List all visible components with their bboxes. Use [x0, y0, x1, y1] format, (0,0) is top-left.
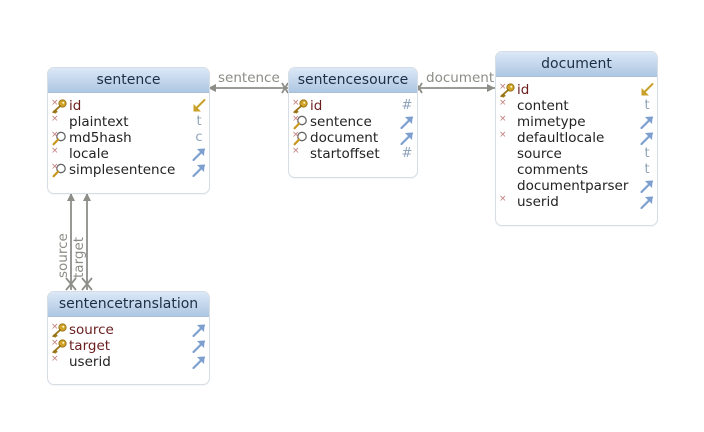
foreign-key-icon	[399, 114, 415, 130]
not-null-icon: ×	[292, 146, 300, 156]
column-row[interactable]: ×id	[496, 82, 657, 98]
column-row[interactable]: × plaintext t	[48, 114, 209, 130]
table-title: sentencesource	[289, 68, 417, 93]
column-name: documentparser	[517, 178, 629, 194]
link-sentencetranslation-sentence[interactable]	[65, 193, 93, 291]
foreign-key-icon	[639, 114, 655, 130]
primary-key-icon: ×	[50, 98, 70, 114]
column-type: t	[644, 162, 650, 177]
not-null-icon: ×	[499, 98, 507, 108]
column-row[interactable]: ×md5hash c	[48, 130, 209, 146]
table-title: document	[496, 52, 657, 77]
foreign-key-icon	[191, 338, 207, 354]
column-type: t	[196, 114, 202, 129]
column-name: mimetype	[517, 114, 586, 130]
foreign-key-icon	[191, 322, 207, 338]
auto-increment-icon	[191, 98, 207, 114]
link-label-document: document	[426, 70, 494, 86]
column-name: simplesentence	[69, 162, 176, 178]
column-row[interactable]: × defaultlocale	[496, 130, 657, 146]
foreign-key-icon	[399, 130, 415, 146]
column-name: sentence	[310, 114, 372, 130]
column-name: comments	[517, 162, 589, 178]
primary-key-icon: ×	[291, 98, 311, 114]
column-name: id	[517, 82, 530, 98]
index-icon: ×	[291, 130, 311, 146]
column-row[interactable]: ×source	[48, 322, 209, 338]
foreign-key-icon	[639, 178, 655, 194]
foreign-key-icon	[191, 146, 207, 162]
foreign-key-icon	[639, 130, 655, 146]
column-name: content	[517, 98, 569, 114]
index-icon: ×	[291, 114, 311, 130]
not-null-icon: ×	[51, 114, 59, 124]
link-sentencesource-sentence[interactable]	[208, 82, 289, 94]
column-name: source	[69, 322, 114, 338]
column-type: #	[401, 146, 413, 161]
not-null-icon: ×	[499, 194, 507, 204]
table-sentencetranslation[interactable]: sentencetranslation ×source×target×useri…	[47, 291, 210, 385]
column-type: t	[644, 98, 650, 113]
column-name: defaultlocale	[517, 130, 605, 146]
not-null-icon: ×	[499, 114, 507, 124]
column-row[interactable]: × userid	[496, 194, 657, 210]
column-name: locale	[69, 146, 109, 162]
column-name: id	[69, 98, 82, 114]
column-row[interactable]: source t	[496, 146, 657, 162]
column-row[interactable]: ×target	[48, 338, 209, 354]
link-label-target: target	[71, 237, 87, 278]
column-row[interactable]: comments t	[496, 162, 657, 178]
column-row[interactable]: ×simplesentence	[48, 162, 209, 178]
auto-increment-icon	[639, 82, 655, 98]
column-name: source	[517, 146, 562, 162]
index-icon: ×	[50, 130, 70, 146]
not-null-icon: ×	[51, 354, 59, 364]
column-type: t	[644, 146, 650, 161]
column-type: c	[195, 130, 203, 145]
table-title: sentencetranslation	[48, 292, 209, 317]
not-null-icon: ×	[51, 146, 59, 156]
column-row[interactable]: × startoffset #	[289, 146, 417, 162]
not-null-icon: ×	[499, 130, 507, 140]
column-list: ×id#×sentence×document×startoffset#	[289, 93, 417, 162]
column-row[interactable]: × mimetype	[496, 114, 657, 130]
column-name: target	[69, 338, 111, 354]
column-row[interactable]: × userid	[48, 354, 209, 370]
link-label-source: source	[55, 233, 71, 278]
foreign-key-icon	[191, 162, 207, 178]
column-name: userid	[69, 354, 111, 370]
primary-key-icon: ×	[50, 322, 70, 338]
column-type: #	[401, 98, 413, 113]
column-row[interactable]: ×sentence	[289, 114, 417, 130]
primary-key-icon: ×	[50, 338, 70, 354]
column-list: ×source×target×userid	[48, 317, 209, 370]
column-name: md5hash	[69, 130, 132, 146]
table-title: sentence	[48, 68, 209, 93]
index-icon: ×	[50, 162, 70, 178]
foreign-key-icon	[639, 194, 655, 210]
table-sentencesource[interactable]: sentencesource ×id#×sentence×document×st…	[288, 67, 418, 178]
column-name: startoffset	[310, 146, 380, 162]
primary-key-icon: ×	[498, 82, 518, 98]
column-row[interactable]: × content t	[496, 98, 657, 114]
nullable-marker	[498, 162, 518, 178]
column-row[interactable]: ×id #	[289, 98, 417, 114]
nullable-marker	[498, 146, 518, 162]
column-row[interactable]: ×document	[289, 130, 417, 146]
column-row[interactable]: documentparser	[496, 178, 657, 194]
column-name: id	[310, 98, 323, 114]
column-name: plaintext	[69, 114, 129, 130]
column-row[interactable]: ×id	[48, 98, 209, 114]
foreign-key-icon	[191, 354, 207, 370]
column-row[interactable]: × locale	[48, 146, 209, 162]
column-name: userid	[517, 194, 559, 210]
column-name: document	[310, 130, 379, 146]
link-label-sentence: sentence	[218, 70, 280, 86]
